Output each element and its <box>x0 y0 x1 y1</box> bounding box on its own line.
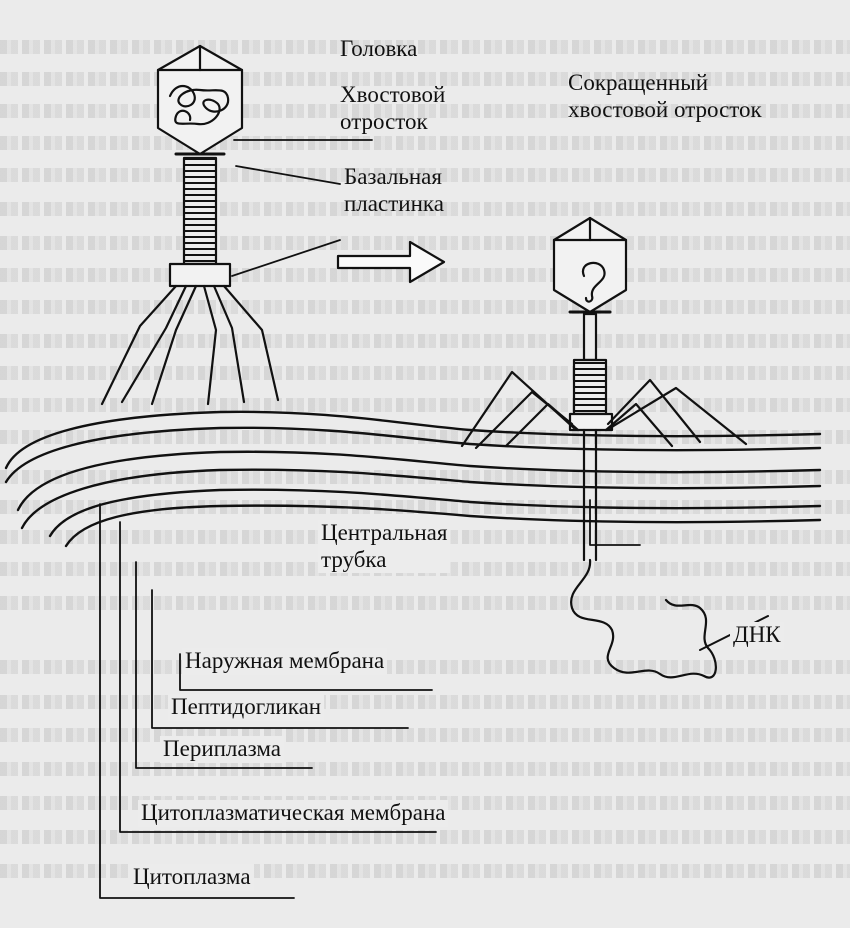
label-tail-sheath-line-2: отросток <box>340 109 445 136</box>
label-base-plate: Базальная пластинка <box>344 164 444 217</box>
base-plate-left <box>170 264 230 286</box>
injected-dna <box>571 560 716 678</box>
label-base-plate-line-1: Базальная <box>344 164 444 191</box>
label-cytoplasmic-membrane: Цитоплазматическая мембрана <box>138 800 448 827</box>
label-tail-sheath: Хвостовой отросток <box>340 82 445 135</box>
central-tube-upper <box>584 314 596 360</box>
label-outer-membrane: Наружная мембрана <box>182 648 387 675</box>
label-head: Головка <box>340 36 417 63</box>
arrow-icon <box>338 242 444 282</box>
label-contracted-sheath: Сокращенный хвостовой отросток <box>568 70 762 123</box>
label-contracted-sheath-line-2: хвостовой отросток <box>568 97 762 124</box>
intact-phage <box>102 46 278 404</box>
tail-sheath-left <box>184 158 216 264</box>
label-dna: ДНК <box>730 622 784 649</box>
label-periplasm: Периплазма <box>160 736 284 763</box>
label-contracted-sheath-line-1: Сокращенный <box>568 70 762 97</box>
label-cytoplasm: Цитоплазма <box>130 864 254 891</box>
label-base-plate-line-2: пластинка <box>344 191 444 218</box>
label-central-tube-line-2: трубка <box>321 547 447 574</box>
contracted-sheath <box>574 360 606 414</box>
label-tail-sheath-line-1: Хвостовой <box>340 82 445 109</box>
label-central-tube: Центральная трубка <box>318 520 450 573</box>
label-central-tube-line-1: Центральная <box>321 520 447 547</box>
label-peptidoglycan: Пептидогликан <box>168 694 324 721</box>
contracted-phage <box>462 218 768 678</box>
